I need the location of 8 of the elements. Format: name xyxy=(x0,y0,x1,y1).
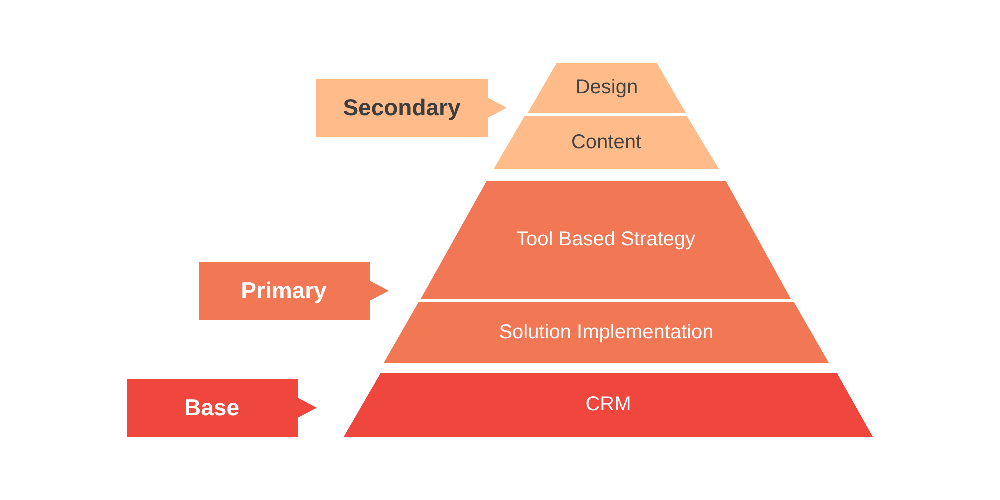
tier-label: Tool Based Strategy xyxy=(516,228,696,252)
tier-label: Design xyxy=(576,76,638,100)
callout-label: Secondary xyxy=(343,94,461,122)
tier-label: Solution Implementation xyxy=(499,321,714,344)
callout-label: Base xyxy=(184,394,240,422)
tier-label: CRM xyxy=(586,394,632,416)
callout-label: Primary xyxy=(241,278,327,304)
tier-label: Content xyxy=(571,131,642,154)
